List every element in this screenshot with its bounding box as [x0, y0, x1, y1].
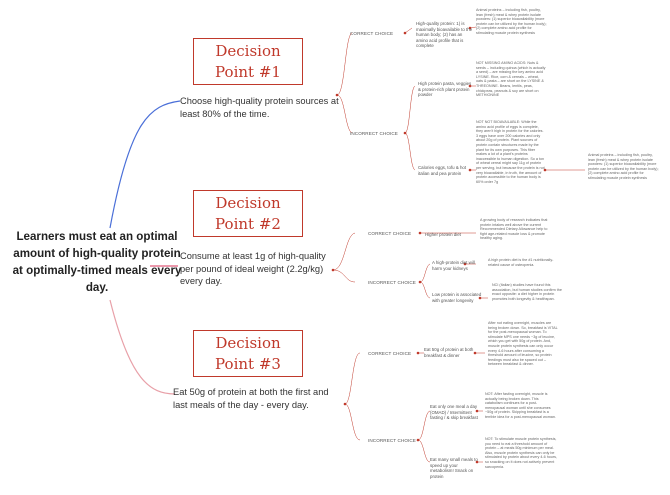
dp1-incorrect-option-1: High protein pasta, veggies & protein-ri…: [418, 81, 472, 97]
dp3-incorrect-option-2: Eat many small meals to speed up your me…: [430, 457, 478, 479]
dp1-incorrect-extra-detail: Animal proteins – including fish, poultr…: [588, 153, 659, 180]
dp3-incorrect-detail-2: NOT: To stimulate muscle protein synthes…: [485, 437, 557, 469]
decision-point-3-box: Decision Point #3: [193, 330, 303, 377]
dp1-correct-option: High-quality protein: 1) is maximally bi…: [416, 21, 473, 48]
decision-point-3-title-line2: Point #3: [215, 355, 281, 373]
dp2-incorrect-detail-1: A high protein diet is the #1 nutritiona…: [488, 258, 554, 267]
dp3-incorrect-option-1: Eat only one meal a day (OMAD) / Intermi…: [430, 404, 478, 420]
dp2-correct-detail: A growing body of research indicates tha…: [480, 218, 548, 241]
dp2-incorrect-detail-2: NCI (Italian) studies have found this as…: [492, 283, 562, 301]
dp1-incorrect-detail-1: NOT MISSING AMINO ACIDS: Nuts & seeds – …: [476, 61, 546, 98]
branch-dp3: [109, 299, 176, 395]
dp3-correct-option: Eat 50g of protein at both breakfast & d…: [424, 347, 474, 358]
dp2-incorrect-label: INCORRECT CHOICE: [368, 280, 416, 285]
dp1-correct-detail: Animal proteins – including fish, poultr…: [476, 8, 547, 35]
decision-point-1-summary: Choose high-quality protein sources at l…: [180, 96, 339, 119]
dp2-correct-label: CORRECT CHOICE: [368, 231, 412, 236]
dp3-incorrect-label: INCORRECT CHOICE: [368, 438, 416, 443]
dp2-incorrect-option-2: Low protein is associated with greater l…: [432, 292, 482, 303]
decision-point-1-box: Decision Point #1: [193, 38, 303, 85]
root-node: Learners must eat an optimal amount of h…: [12, 230, 182, 294]
dp2-correct-option: Higher protein diet: [425, 232, 461, 237]
decision-point-1-title-line1: Decision: [215, 42, 281, 60]
dp1-incorrect-detail-2: NOT NOT BIOAVAILABLE: While the amino ac…: [476, 120, 545, 184]
decision-point-2-title-line2: Point #2: [215, 215, 281, 233]
dp1-correct-label: CORRECT CHOICE: [350, 31, 394, 36]
dp1-incorrect-label: INCORRECT CHOICE: [350, 131, 398, 136]
decision-point-2-summary: Consume at least 1g of high-quality per …: [180, 251, 326, 286]
dp3-incorrect-detail-1: NOT: After fasting overnight, muscle is …: [485, 392, 556, 419]
dp3-correct-label: CORRECT CHOICE: [368, 351, 412, 356]
decision-point-3-title-line1: Decision: [215, 334, 281, 352]
decision-point-1-title-line2: Point #1: [215, 63, 281, 81]
decision-point-3-summary: Eat 50g of protein at both the first and…: [173, 387, 329, 410]
dp3-correct-detail: After not eating overnight, muscles are …: [488, 321, 558, 367]
decision-point-2-box: Decision Point #2: [193, 190, 303, 237]
dp2-incorrect-option-1: A high-protein diet will harm your kidne…: [432, 260, 475, 271]
branch-dp1: [109, 100, 181, 229]
decision-point-2-title-line1: Decision: [215, 194, 281, 212]
dp1-incorrect-option-2: Calories eggs, tofu & hot italian and pe…: [418, 165, 467, 176]
